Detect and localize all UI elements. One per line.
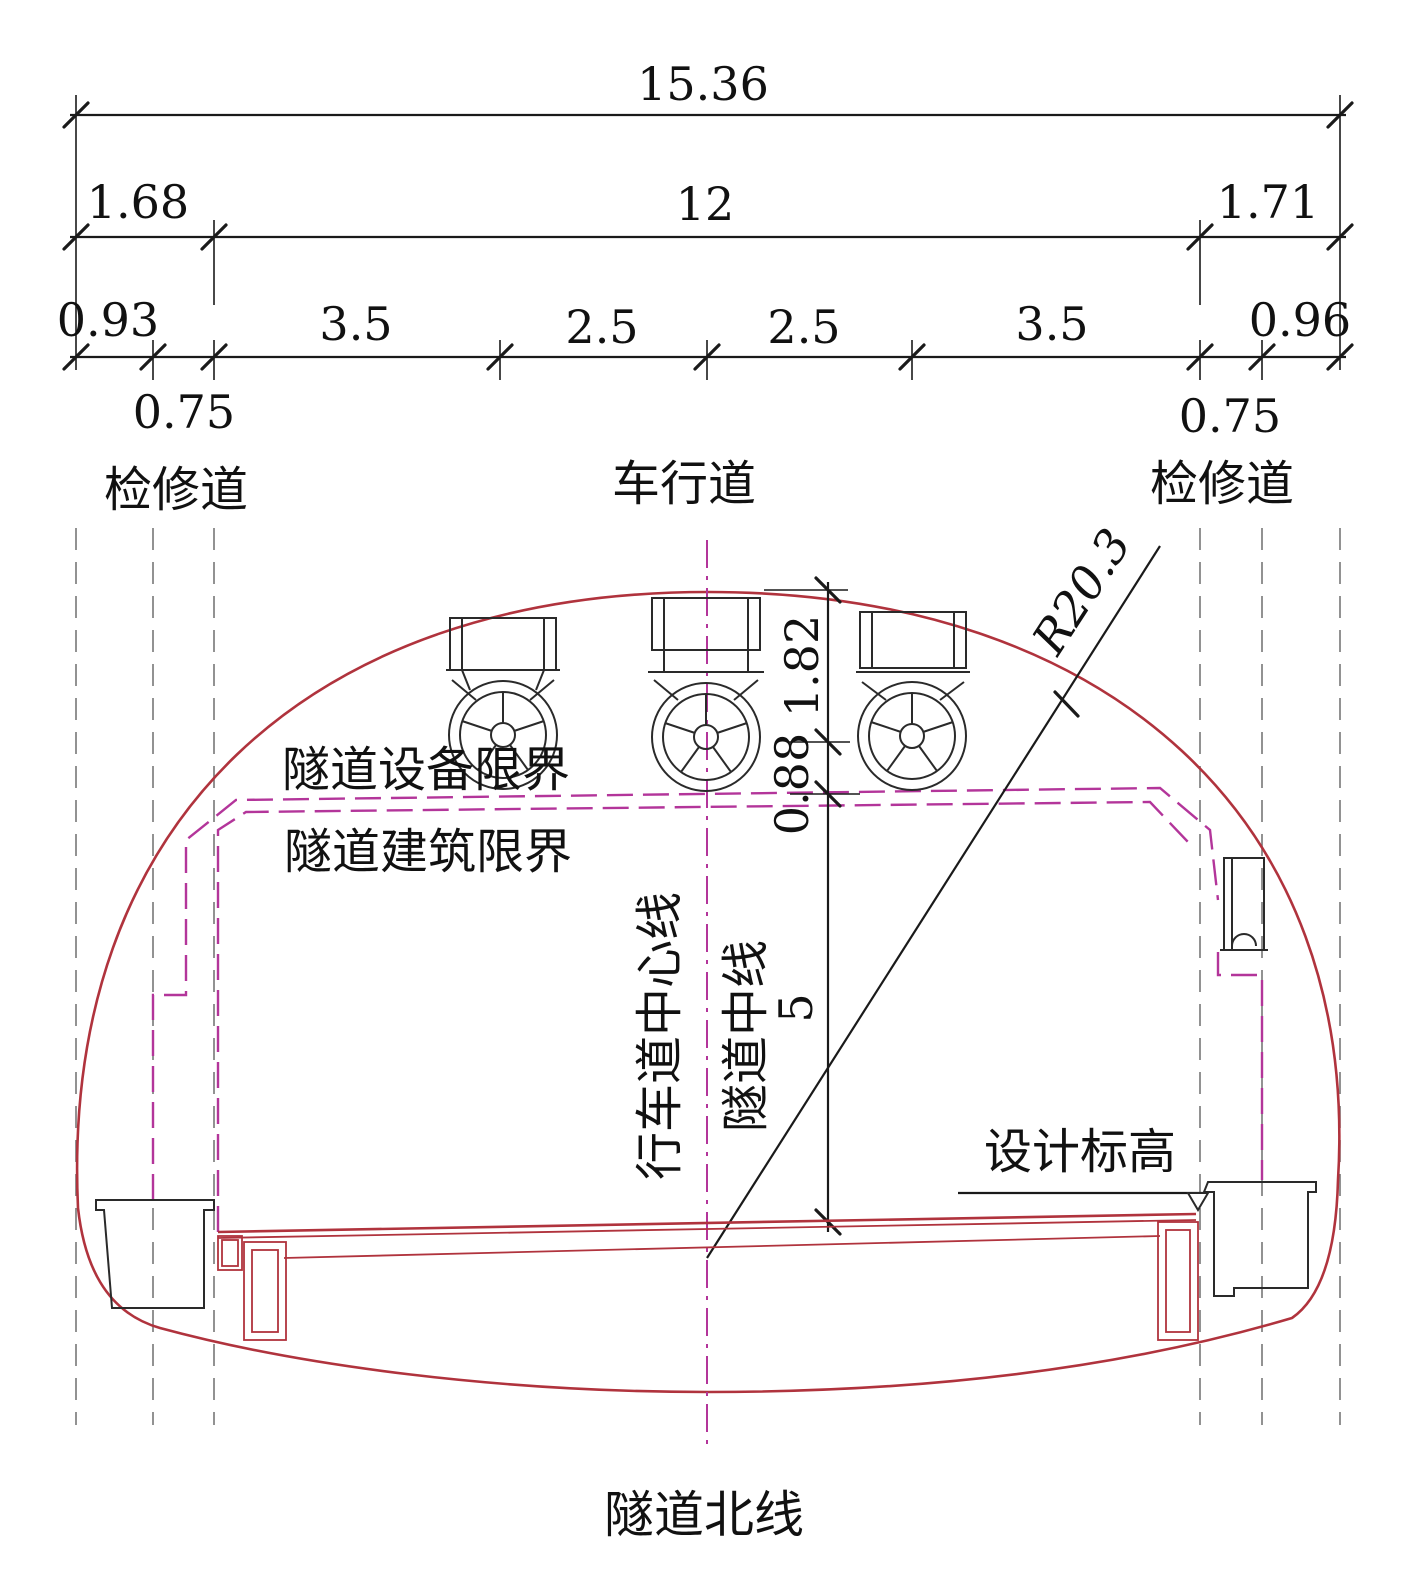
centerline-labels: 行车道中心线 隧道中线: [632, 892, 774, 1180]
dim-lane-1: 3.5: [319, 297, 392, 351]
jet-fan: [648, 597, 764, 792]
label-tunnel-centerline: 隧道中线: [718, 940, 774, 1132]
dim-left-section: 1.68: [87, 175, 189, 229]
dim-carriageway: 12: [676, 177, 735, 231]
dim-right-section: 1.71: [1217, 175, 1319, 229]
jet-fan: [856, 611, 970, 791]
dim-fan-height: 1.82: [775, 615, 829, 717]
clearance-labels: 隧道设备限界 隧道建筑限界: [282, 742, 572, 880]
dimension-values: 15.36 1.68 12 1.71 0.93 3.5 2.5 2.5 3.5 …: [57, 57, 1351, 443]
clearance-outlines: [151, 786, 1264, 1232]
vertical-dimension-values: 1.82 0.88 5: [765, 615, 829, 1023]
label-walkway-left: 检修道: [104, 462, 248, 518]
dim-lane-2: 2.5: [565, 300, 638, 354]
figure-caption: 隧道北线: [604, 1486, 804, 1544]
dim-radius: R20.3: [1021, 519, 1141, 664]
building-clearance-line: [216, 800, 1189, 1232]
dim-lane-4: 3.5: [1015, 297, 1088, 351]
dim-right-outer: 0.96: [1249, 293, 1351, 347]
dimension-chains: [62, 95, 1354, 380]
road-structure: [95, 857, 1317, 1341]
guide-lines: [75, 528, 1341, 1425]
dim-right-inner: 0.75: [1179, 389, 1281, 443]
dim-left-outer: 0.93: [57, 293, 159, 347]
dim-total-width: 15.36: [637, 57, 769, 111]
jet-fan: [446, 617, 560, 790]
tunnel-lining: [75, 590, 1341, 1394]
label-design-elevation: 设计标高: [984, 1124, 1176, 1180]
label-building-clearance: 隧道建筑限界: [284, 824, 572, 880]
design-elevation-marker: 设计标高: [958, 1124, 1210, 1212]
section-labels: 检修道 车行道 检修道: [104, 456, 1294, 518]
label-walkway-right: 检修道: [1150, 456, 1294, 512]
dim-vertical-clearance: 5: [769, 993, 823, 1022]
dim-lane-3: 2.5: [767, 300, 840, 354]
dim-left-inner: 0.75: [133, 385, 235, 439]
label-lane-centerline: 行车道中心线: [632, 892, 688, 1180]
jet-fans: [446, 597, 970, 792]
label-carriageway: 车行道: [612, 456, 756, 512]
dim-clearance-gap: 0.88: [765, 733, 819, 835]
label-equipment-clearance: 隧道设备限界: [282, 742, 570, 798]
